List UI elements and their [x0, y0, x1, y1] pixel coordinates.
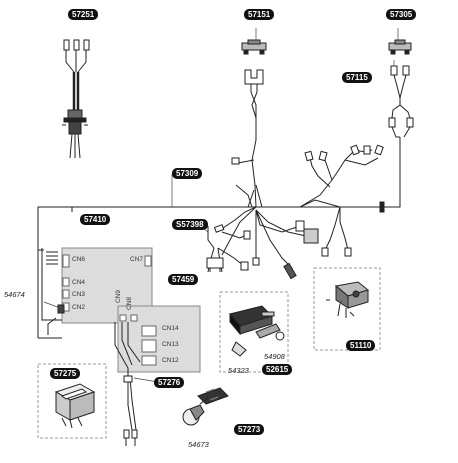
connector-label-cn7: CN7	[130, 256, 144, 263]
part-label-57276: 57276	[154, 377, 185, 388]
connector-label-cn2: CN2	[72, 304, 86, 311]
connector-label-cn8: CN8	[126, 296, 133, 310]
dashed-box-51110	[313, 267, 381, 351]
connector-label-cn3: CN3	[72, 291, 86, 298]
part-label-57309: 57309	[172, 168, 203, 179]
part-label-57305: 57305	[386, 9, 417, 20]
central-harness	[213, 69, 319, 280]
part-label-51110: 51110	[346, 340, 376, 351]
dashed-box-52615	[219, 291, 289, 373]
connector-label-cn14: CN14	[162, 325, 179, 332]
ref-label-54908: 54908	[264, 352, 285, 361]
component-57275	[54, 383, 96, 429]
part-label-57151: 57151	[244, 9, 275, 20]
part-label-S57398: S57398	[172, 219, 208, 230]
connector-57151	[241, 39, 267, 55]
ref-label-54674: 54674	[4, 290, 25, 299]
ref-label-54323: 54323	[228, 366, 249, 375]
part-label-57275: 57275	[50, 368, 81, 379]
part-label-52615: 52615	[262, 364, 293, 375]
part-label-57459: 57459	[168, 274, 199, 285]
cord-harness-57251	[62, 39, 90, 159]
probe-57273	[182, 387, 229, 426]
connector-label-cn6: CN6	[72, 256, 86, 263]
main-harness-trunk	[37, 137, 401, 339]
connector-label-cn13: CN13	[162, 341, 179, 348]
heater-52615	[229, 305, 285, 357]
part-label-57251: 57251	[68, 9, 99, 20]
part-label-57410: 57410	[80, 214, 111, 225]
connector-label-cn12: CN12	[162, 357, 179, 364]
switch-51110	[326, 281, 370, 318]
dashed-box-57275	[37, 363, 107, 439]
harness-57115	[388, 65, 414, 138]
connector-label-cn4: CN4	[72, 279, 86, 286]
right-harness	[299, 144, 384, 257]
part-label-57273: 57273	[234, 424, 265, 435]
connector-57305	[388, 39, 412, 55]
part-label-57115: 57115	[342, 72, 372, 83]
connector-label-cn9: CN9	[115, 289, 122, 303]
sensor-S57398	[206, 226, 251, 273]
ref-label-54673: 54673	[188, 440, 209, 449]
relay-board-57459	[114, 305, 201, 446]
